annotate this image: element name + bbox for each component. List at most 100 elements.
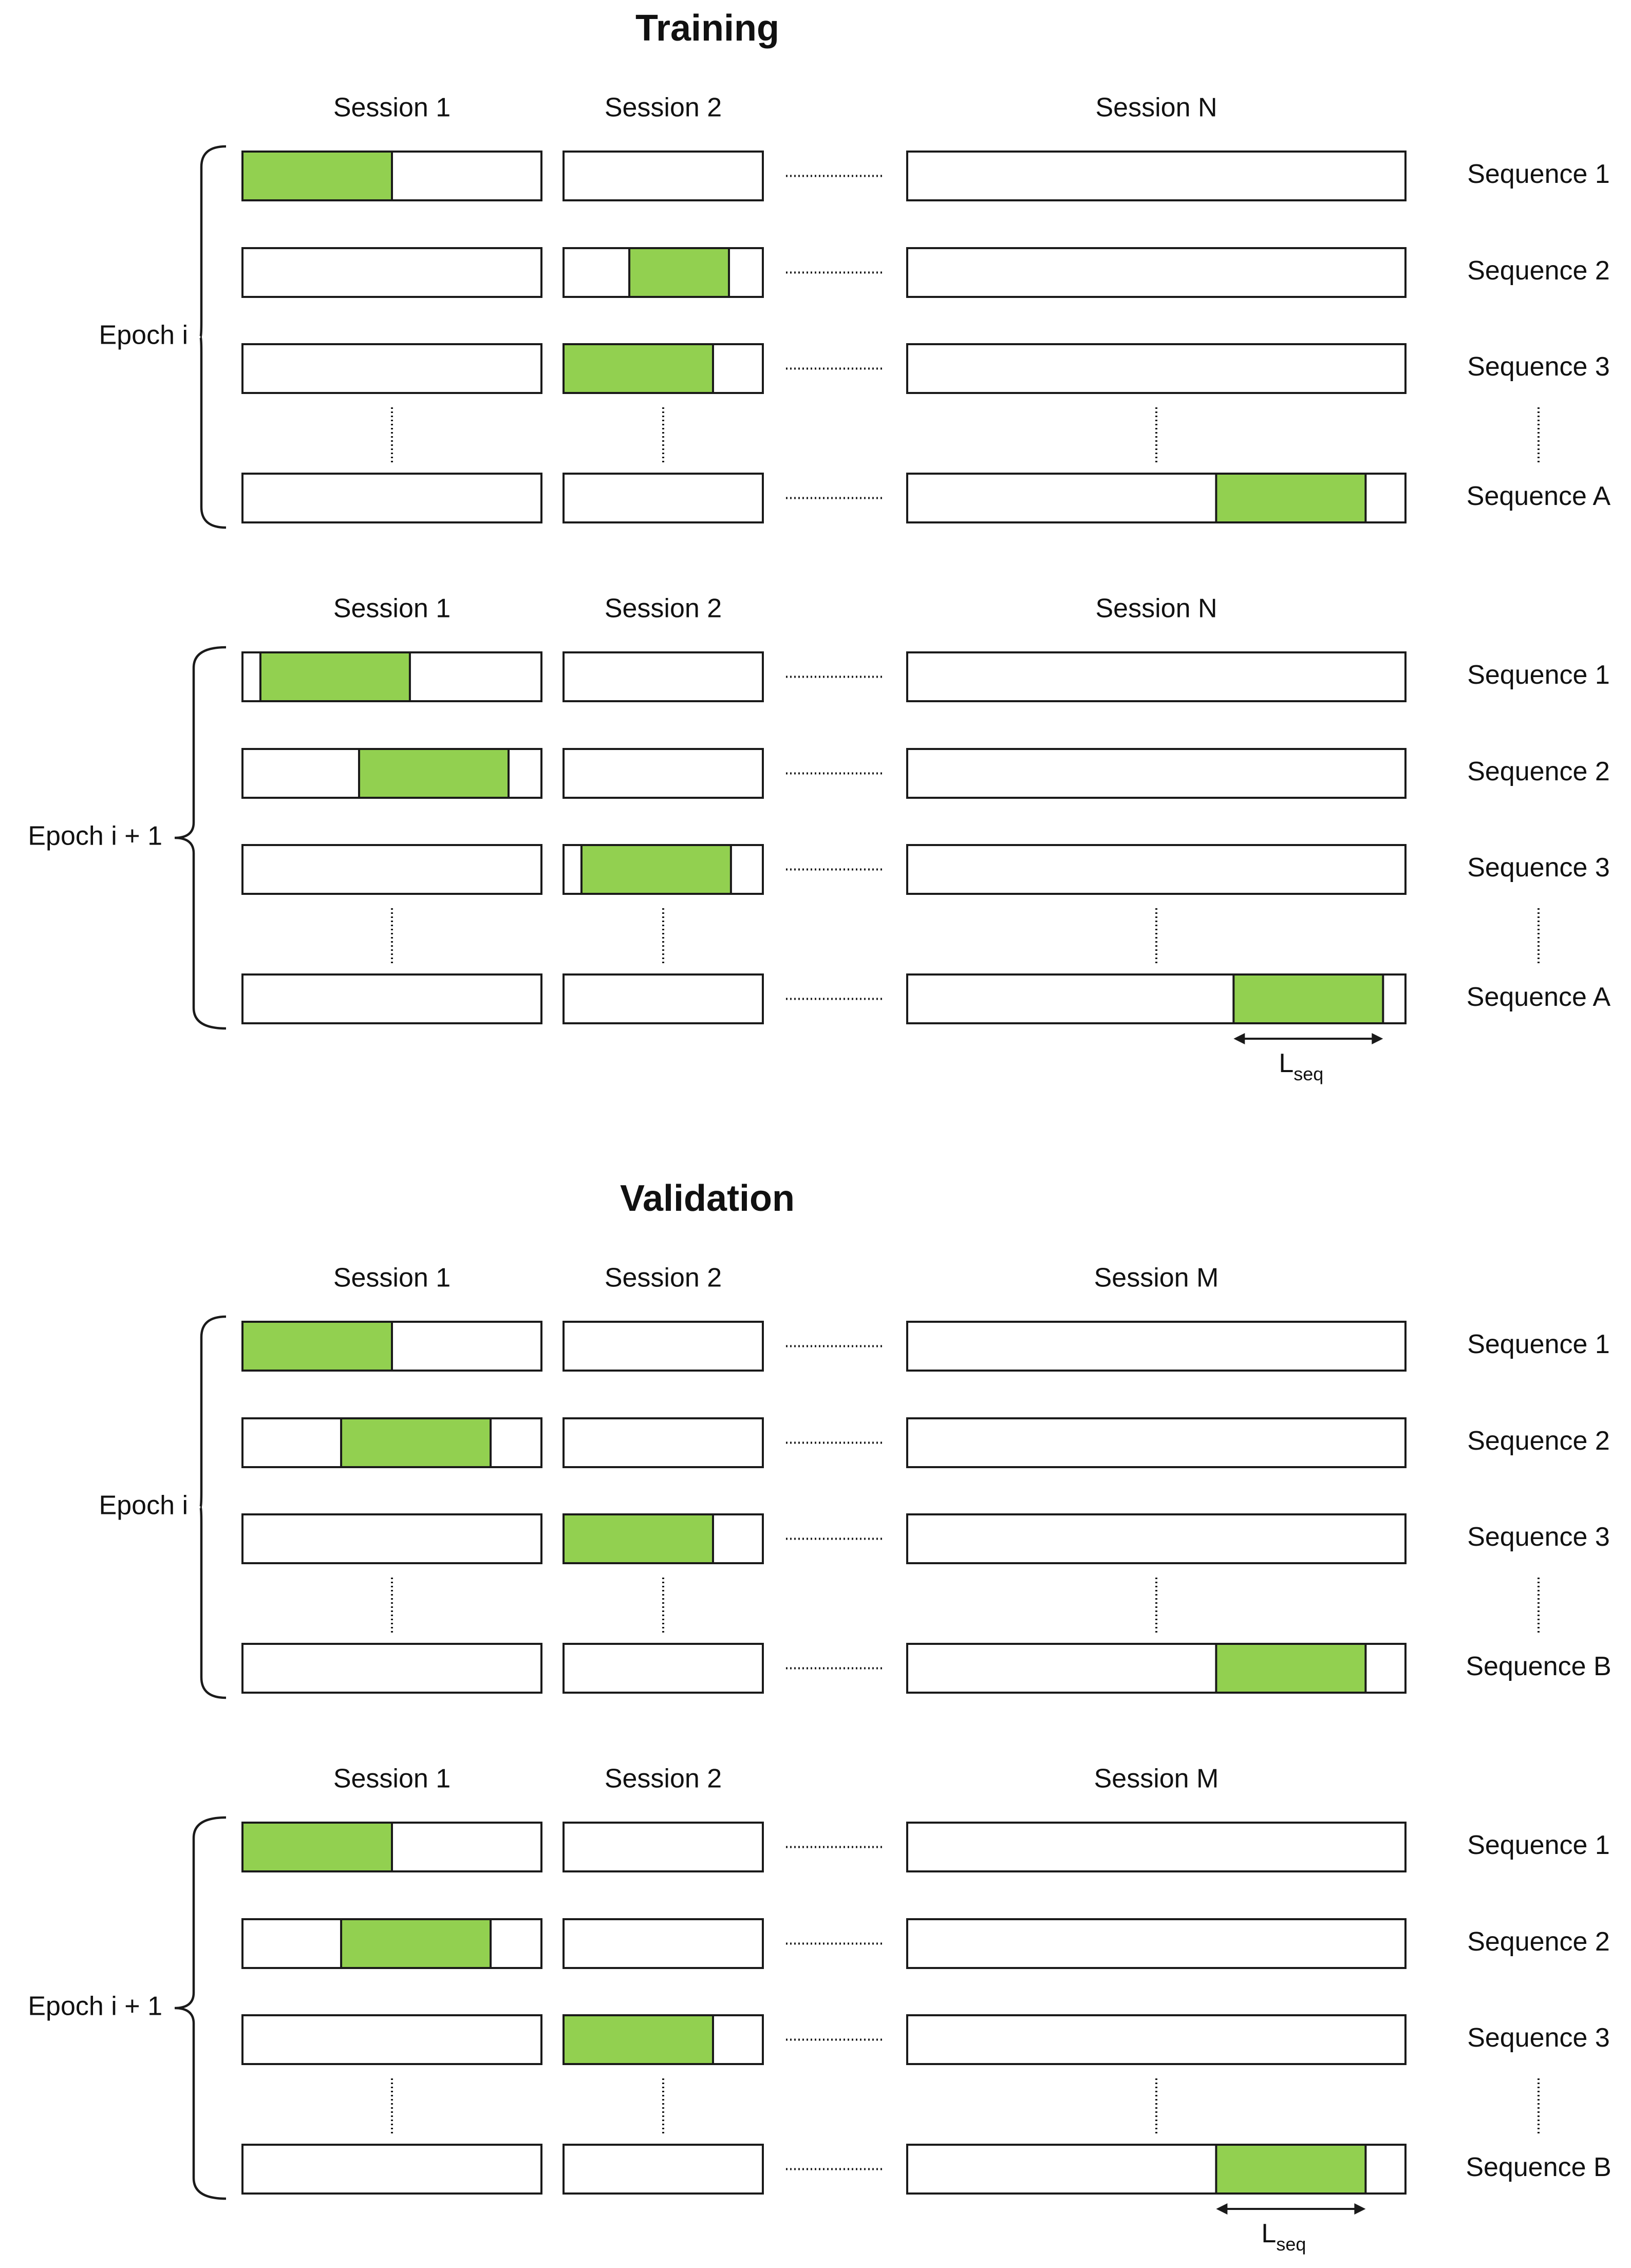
session-label: Session M [1094,1764,1219,1794]
sequence-window [241,1321,393,1372]
sequence-window [563,2014,714,2065]
session-label: Session 2 [605,93,722,123]
session-box [563,1822,764,1872]
session-box [563,1417,764,1468]
epoch-block: Session 1 Session 2 Session M Sequence 1 Seq… [28,1764,1611,2255]
sequence-label: Sequence 1 [1467,1329,1610,1359]
session-box [241,2144,542,2195]
session-box [241,1513,542,1564]
lseq-label: Lseq [1279,1048,1323,1084]
sequence-label: Sequence A [1467,481,1611,511]
sequence-label: Sequence B [1466,2152,1611,2182]
lseq-label: Lseq [1261,2219,1306,2255]
session-label: Session N [1096,594,1217,624]
lseq-subscript: seq [1293,1063,1323,1084]
session-box [906,151,1407,201]
session-box [241,2014,542,2065]
epoch-label: Epoch i [99,321,188,350]
section-title: Validation [620,1178,795,1219]
session-box [563,151,764,201]
sequence-label: Sequence B [1466,1652,1611,1681]
session-label: Session 2 [605,594,722,624]
session-label: Session 1 [333,1764,451,1794]
sequence-label: Sequence 1 [1467,660,1610,690]
session-box [906,247,1407,298]
sequence-label: Sequence 2 [1467,757,1610,786]
session-box [906,748,1407,799]
session-label: Session 1 [333,93,451,123]
sequence-label: Sequence 2 [1467,1426,1610,1456]
epoch-block: Session 1 Session 2 Session N Sequence 1 Seq… [28,594,1610,1084]
session-box [563,2144,764,2195]
session-box [563,473,764,523]
session-box [563,651,764,702]
epoch-label: Epoch i [99,1491,188,1521]
sequence-label: Sequence 3 [1467,853,1610,883]
curly-brace [174,1816,227,2200]
sequence-window [628,247,730,298]
session-box [906,1417,1407,1468]
session-box [241,844,542,895]
sequence-window [1215,473,1367,523]
section-title: Training [635,8,779,49]
session-box [906,651,1407,702]
sequence-window [1232,973,1384,1024]
session-label: Session 1 [333,1263,451,1293]
sequence-label: Sequence 3 [1467,2023,1610,2053]
session-box [563,1643,764,1694]
lseq-arrow-head-right [1372,1033,1383,1044]
session-box [906,1918,1407,1969]
lseq-main: L [1261,2219,1276,2248]
sequence-label: Sequence 2 [1467,1927,1610,1957]
epoch-block: Session 1 Session 2 Session N Sequence 1 Seq… [99,93,1611,529]
lseq-arrow-head-left [1216,2203,1228,2215]
session-box [563,748,764,799]
session-box [241,473,542,523]
lseq-main: L [1279,1048,1293,1078]
sequence-window [1215,2144,1367,2195]
curly-brace [199,145,227,529]
sequence-window [563,343,714,394]
session-box [563,1321,764,1372]
sequence-label: Sequence 3 [1467,1522,1610,1552]
sequence-window [241,1822,393,1872]
session-box [241,343,542,394]
sequence-window [241,151,393,201]
epoch-label: Epoch i + 1 [28,821,162,851]
session-box [563,973,764,1024]
session-label: Session 2 [605,1764,722,1794]
sequence-window [580,844,732,895]
sequence-label: Sequence 3 [1467,352,1610,382]
sequence-window [1215,1643,1367,1694]
session-box [906,1321,1407,1372]
session-box [241,1643,542,1694]
sequence-label: Sequence 2 [1467,256,1610,286]
sequence-window [340,1918,492,1969]
session-label: Session 2 [605,1263,722,1293]
session-box [906,2014,1407,2065]
sequence-window [563,1513,714,1564]
epoch-label: Epoch i + 1 [28,1992,162,2021]
sequence-window [259,651,411,702]
sequence-label: Sequence 1 [1467,1830,1610,1860]
session-label: Session M [1094,1263,1219,1293]
sequence-window [340,1417,492,1468]
curly-brace [199,1315,227,1699]
session-label: Session N [1096,93,1217,123]
curly-brace [174,646,227,1030]
sequence-label: Sequence A [1467,982,1611,1012]
lseq-arrow-head-right [1354,2203,1366,2215]
session-box [241,247,542,298]
epoch-block: Session 1 Session 2 Session M Sequence 1 Seq… [99,1263,1611,1699]
session-box [906,1513,1407,1564]
lseq-arrow-head-left [1233,1033,1245,1044]
session-box [906,844,1407,895]
lseq-subscript: seq [1276,2234,1306,2255]
session-box [563,1918,764,1969]
session-box [241,973,542,1024]
session-label: Session 1 [333,594,451,624]
session-box [906,1822,1407,1872]
sequence-window [358,748,510,799]
sequence-label: Sequence 1 [1467,159,1610,189]
